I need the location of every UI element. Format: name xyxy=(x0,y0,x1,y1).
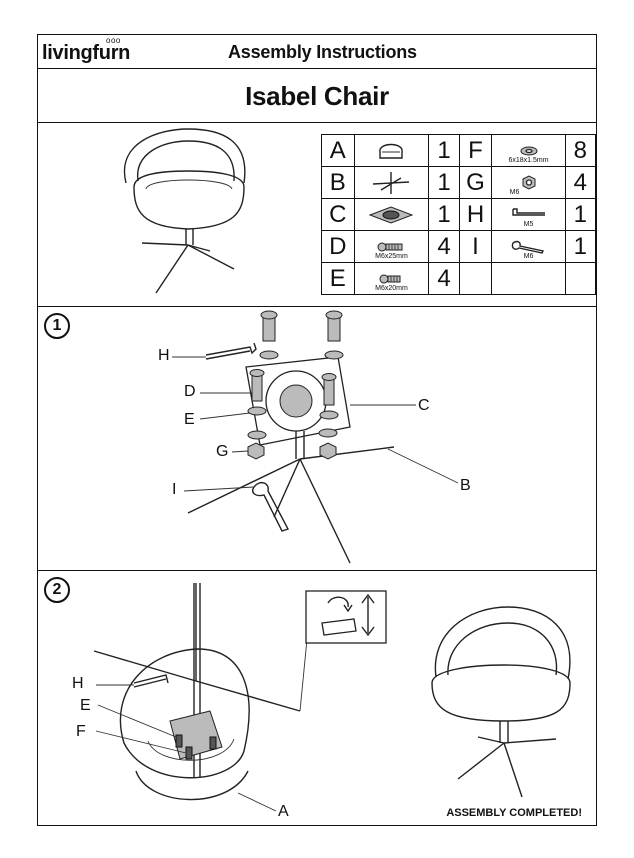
finished-chair-illustration xyxy=(431,606,571,798)
parts-table-row: C 1 H M5 1 xyxy=(321,198,597,231)
part-quantity: 4 xyxy=(428,230,460,263)
spanner-icon xyxy=(511,240,544,254)
parts-table-row: B 1 G M6 4 xyxy=(321,166,597,199)
instruction-sheet: ooo livingfurn Assembly Instructions Isa… xyxy=(37,34,597,826)
part-quantity: 1 xyxy=(428,166,460,199)
brand-mark: ooo xyxy=(106,36,121,45)
label-c: C xyxy=(418,397,430,414)
parts-row: A 1 F 6x18x1.5mm 8 B 1 G xyxy=(38,123,597,307)
part-quantity: 1 xyxy=(428,198,460,231)
part-spec: M5 xyxy=(523,221,534,228)
step-number: 2 xyxy=(44,577,70,603)
allen-key-icon xyxy=(205,342,257,360)
part-quantity: 1 xyxy=(564,198,597,231)
empty-cell xyxy=(458,262,493,295)
allen-key-icon xyxy=(511,208,545,216)
chair-illustration xyxy=(123,128,246,294)
label-f: F xyxy=(76,723,86,740)
part-image xyxy=(353,166,430,199)
part-quantity: 4 xyxy=(564,166,597,199)
part-quantity: 1 xyxy=(428,134,460,167)
part-quantity: 1 xyxy=(564,230,597,263)
rotate-arrow-icon xyxy=(327,596,349,608)
parts-table-row: E M6x20mm 4 xyxy=(321,262,597,295)
label-e: E xyxy=(80,697,91,714)
washer-icon xyxy=(520,146,538,156)
part-spec: M6x25mm xyxy=(375,253,408,260)
short-bolt-icon xyxy=(379,274,401,284)
header-row: ooo livingfurn Assembly Instructions xyxy=(38,35,596,69)
allen-key-icon xyxy=(133,674,169,688)
part-image: M6 xyxy=(491,230,566,263)
part-letter: A xyxy=(321,134,355,167)
part-spec: M6 xyxy=(509,189,520,196)
empty-cell xyxy=(564,262,597,295)
empty-cell xyxy=(491,262,566,295)
part-image: M6x20mm xyxy=(353,262,430,295)
nut-icon xyxy=(522,175,536,190)
part-spec: 6x18x1.5mm xyxy=(508,157,549,164)
part-image: M5 xyxy=(491,198,566,231)
part-letter: F xyxy=(458,134,493,167)
nut-icon xyxy=(247,442,265,460)
part-image xyxy=(353,198,430,231)
part-letter: C xyxy=(321,198,355,231)
part-letter: I xyxy=(458,230,493,263)
label-h: H xyxy=(72,675,84,692)
label-g: G xyxy=(216,443,229,460)
brand-logo: livingfurn xyxy=(42,42,131,64)
part-spec: M6 xyxy=(523,253,534,260)
parts-table-row: A 1 F 6x18x1.5mm 8 xyxy=(321,134,597,167)
step-number: 1 xyxy=(44,313,70,339)
part-spec: M6x20mm xyxy=(375,285,408,292)
label-d: D xyxy=(184,383,196,400)
step-1-illustration xyxy=(172,310,459,564)
part-letter: E xyxy=(321,262,355,295)
bolt-icon xyxy=(249,310,343,406)
document-title: Assembly Instructions xyxy=(228,42,417,62)
part-image: M6 xyxy=(491,166,566,199)
label-e: E xyxy=(184,411,195,428)
title-row: Isabel Chair xyxy=(38,69,596,123)
part-image: M6x25mm xyxy=(353,230,430,263)
label-h: H xyxy=(158,347,170,364)
step-1-panel: 1 xyxy=(38,307,596,571)
part-letter: H xyxy=(458,198,493,231)
part-quantity: 8 xyxy=(564,134,597,167)
label-i: I xyxy=(172,481,177,498)
vertical-arrow-icon xyxy=(361,593,375,637)
spanner-icon xyxy=(252,481,290,532)
product-name: Isabel Chair xyxy=(245,81,389,111)
part-letter: G xyxy=(458,166,493,199)
label-b: B xyxy=(460,477,471,494)
part-letter: B xyxy=(321,166,355,199)
completion-message: ASSEMBLY COMPLETED! xyxy=(446,807,582,819)
label-a: A xyxy=(278,803,289,820)
bolt-icon xyxy=(377,242,403,252)
step-2-panel: 2 xyxy=(38,571,596,827)
part-image xyxy=(353,134,430,167)
seat-icon xyxy=(379,143,404,159)
parts-table-row: D M6x25mm 4 I M6 1 xyxy=(321,230,597,263)
parts-table: A 1 F 6x18x1.5mm 8 B 1 G xyxy=(321,134,597,295)
part-letter: D xyxy=(321,230,355,263)
star-base-icon xyxy=(373,172,410,194)
part-quantity: 4 xyxy=(428,262,460,295)
part-image: 6x18x1.5mm xyxy=(491,134,566,167)
step-2-illustration xyxy=(93,583,571,812)
swivel-plate-icon xyxy=(369,206,414,224)
